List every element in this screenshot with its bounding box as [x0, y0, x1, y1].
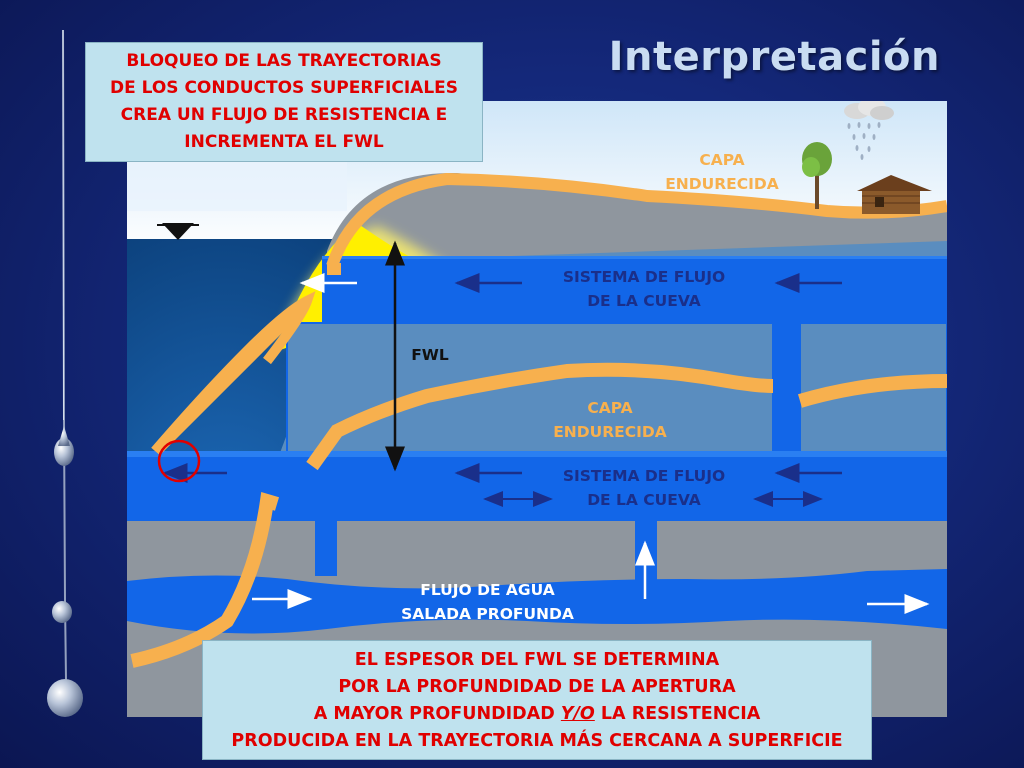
callout-text: LA RESISTENCIA	[594, 704, 761, 724]
callout-top-line: BLOQUEO DE LAS TRAYECTORIAS	[126, 51, 442, 71]
drip-icon	[47, 29, 83, 717]
label-capa-mid: CAPA ENDURECIDA	[553, 399, 667, 441]
water-table-triangle-icon	[157, 223, 199, 240]
cabin-icon	[857, 175, 932, 214]
label-sistema-lower: SISTEMA DE FLUJO DE LA CUEVA	[562, 467, 726, 509]
callout-bottom-line: EL ESPESOR DEL FWL SE DETERMINA	[354, 650, 720, 670]
tree-icon	[802, 142, 832, 209]
label-capa-top: CAPA ENDURECIDA	[665, 151, 779, 193]
callout-top-line: INCREMENTA EL FWL	[184, 132, 384, 152]
label-sistema-upper: SISTEMA DE FLUJO DE LA CUEVA	[562, 268, 726, 310]
callout-top-line: CREA UN FLUJO DE RESISTENCIA E	[120, 105, 448, 125]
callout-bottom: EL ESPESOR DEL FWL SE DETERMINA POR LA P…	[202, 640, 872, 760]
slide-title: Interpretación	[608, 34, 940, 80]
label-flujo-profundo: FLUJO DE AGUA SALADA PROFUNDA	[401, 581, 574, 623]
callout-text: A MAYOR PROFUNDIDAD	[313, 704, 561, 724]
callout-bottom-line: PRODUCIDA EN LA TRAYECTORIA MÁS CERCANA …	[231, 731, 843, 751]
karst-flow-diagram	[127, 101, 947, 717]
callout-top-line: DE LOS CONDUCTOS SUPERFICIALES	[109, 78, 459, 98]
callout-emphasis: Y/O	[560, 704, 595, 724]
label-fwl: FWL	[411, 346, 449, 364]
callout-bottom-line: POR LA PROFUNDIDAD DE LA APERTURA	[338, 677, 736, 697]
highlight-circle	[157, 439, 201, 483]
callout-top: BLOQUEO DE LAS TRAYECTORIAS DE LOS CONDU…	[85, 42, 483, 162]
callout-bottom-line: A MAYOR PROFUNDIDAD Y/O LA RESISTENCIA	[203, 701, 871, 728]
rain-cloud-icon	[844, 101, 894, 160]
